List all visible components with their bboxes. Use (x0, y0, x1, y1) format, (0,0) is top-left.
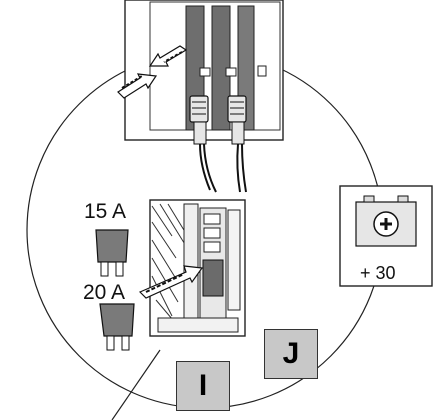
insert-arrow-icon (138, 265, 204, 299)
battery-panel (339, 185, 433, 287)
fuse-15a-label: 15 A (84, 200, 127, 223)
fuse-15a-icon (95, 229, 129, 277)
callout-j: J (264, 329, 318, 379)
squeeze-arrow-icon (117, 45, 188, 99)
fuse-20a-icon (99, 303, 135, 351)
battery-terminal-label: + 30 (360, 263, 396, 283)
battery-icon (355, 195, 417, 247)
callout-i: I (176, 361, 230, 411)
callout-leader-line (111, 349, 161, 420)
fuse-20a-label: 20 A (83, 281, 126, 304)
connector-detail-panel (117, 0, 284, 193)
